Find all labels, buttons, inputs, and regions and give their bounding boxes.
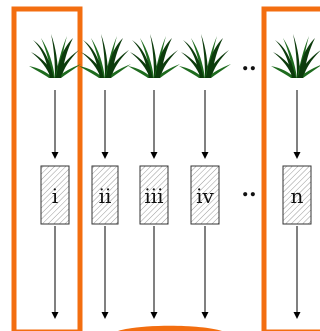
process-box-label: iv [196, 184, 214, 208]
process-box [190, 165, 220, 225]
process-box [91, 165, 119, 225]
column-3: iii [128, 34, 180, 319]
process-box-label: ii [99, 184, 112, 208]
process-box-label: i [52, 184, 58, 208]
highlight-frame-first [11, 6, 83, 331]
grass-tuft-icon [128, 34, 180, 78]
grass-tuft-icon [271, 34, 320, 78]
highlight-frame-partial [118, 325, 222, 331]
ellipsis-top: .. [241, 50, 256, 76]
process-box [139, 165, 169, 225]
column-5: n [271, 34, 320, 319]
highlight-frame-last [261, 6, 320, 331]
grass-tuft-icon [79, 34, 131, 78]
column-2: ii [79, 34, 131, 319]
process-box [40, 165, 70, 225]
process-box-label: n [291, 184, 304, 208]
column-4: iv [179, 34, 231, 319]
process-box [282, 165, 312, 225]
process-box-label: iii [144, 184, 163, 208]
grass-tuft-icon [29, 34, 81, 78]
column-1: i [29, 34, 81, 319]
grass-tuft-icon [179, 34, 231, 78]
ellipsis-middle: .. [241, 176, 256, 202]
